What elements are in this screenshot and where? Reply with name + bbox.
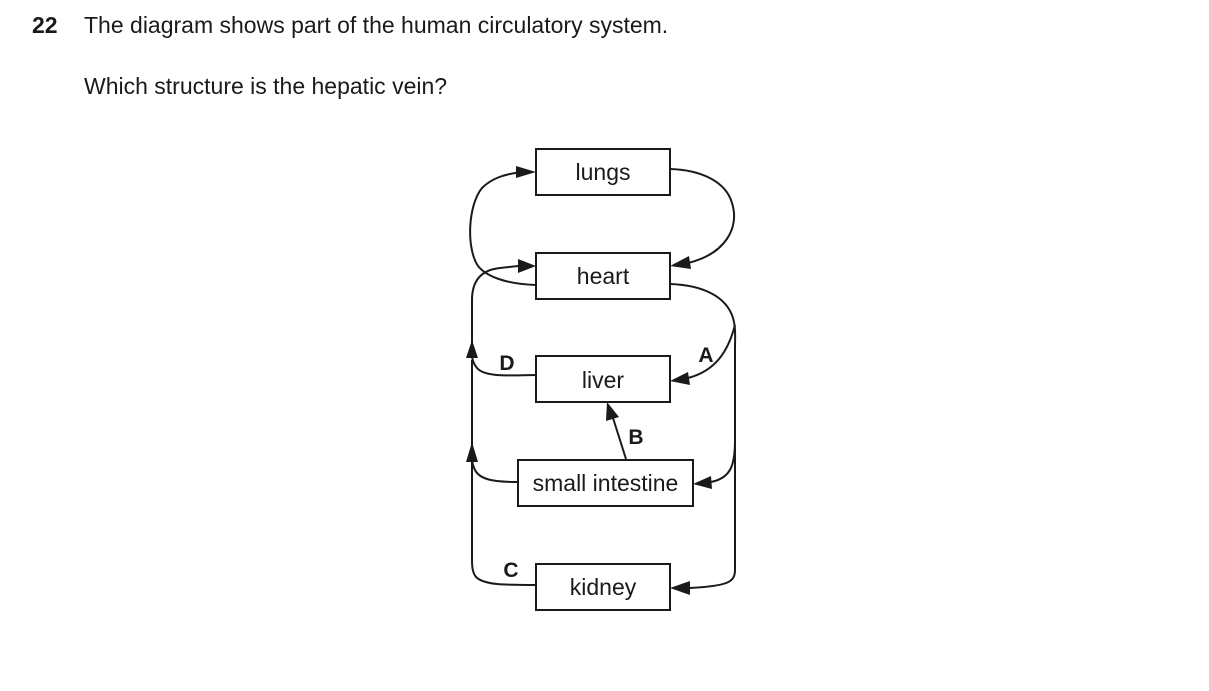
organ-kidney: kidney [535,563,671,611]
pulmonary-vein [669,168,736,264]
vena-cava-arrowhead [518,259,536,273]
organ-small-intestine-label: small intestine [533,470,679,496]
organ-lungs: lungs [535,148,671,196]
question-text: The diagram shows part of the human circ… [84,12,669,38]
vessel-B-arrowhead [606,402,619,421]
organ-kidney-label: kidney [570,574,637,600]
vessel-A-arrowhead [670,372,690,385]
question-prompt: Which structure is the hepatic vein? [84,73,448,99]
vena-cava [471,265,519,352]
aorta [669,283,737,589]
vessel-B [612,417,627,460]
renal-artery-arrowhead [670,581,690,595]
label-C: C [503,559,518,582]
vena-cava-lower-arrowhead [466,340,478,358]
vessel-A [687,324,736,379]
organ-heart-label: heart [577,263,630,289]
organ-lungs-label: lungs [576,159,631,185]
pulmonary-artery-arrowhead [516,166,536,178]
pulmonary-vein-arrowhead [670,256,691,269]
label-A: A [698,344,713,367]
question-number: 22 [32,12,58,38]
mesenteric-artery-arrowhead [693,476,712,489]
pulmonary-artery [469,171,537,286]
organ-small-intestine: small intestine [517,459,694,507]
vessel-D [471,354,537,377]
organ-liver: liver [535,355,671,403]
vessel-C-arrowhead [466,442,478,462]
label-D: D [499,352,514,375]
vessel-C [471,360,537,586]
mesenteric-artery [710,439,736,483]
intestine-vein [471,457,519,483]
organ-heart: heart [535,252,671,300]
label-B: B [628,426,643,449]
organ-liver-label: liver [582,367,625,393]
